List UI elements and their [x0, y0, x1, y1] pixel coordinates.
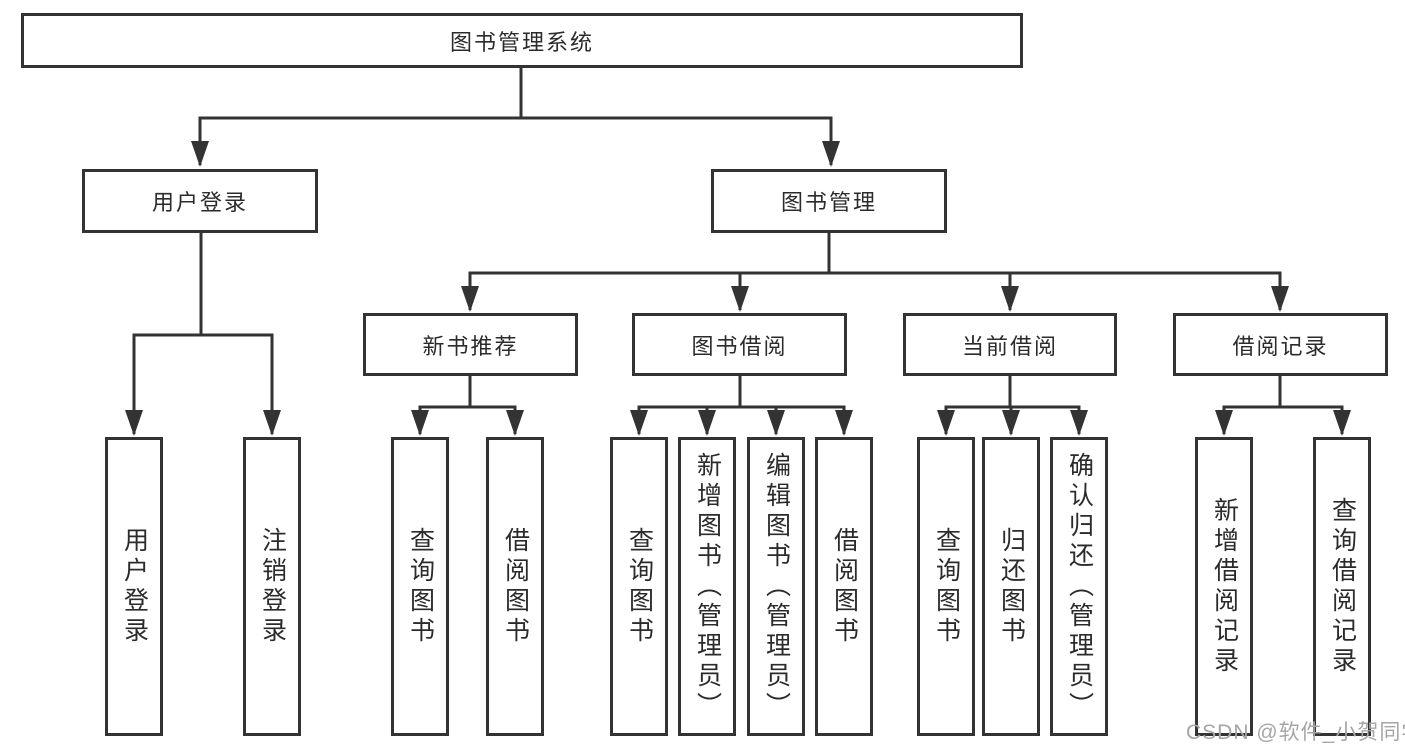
- node-borrow-records: 借阅记录: [1173, 313, 1388, 376]
- leaf-query-books-recommend: 查询图书: [391, 437, 449, 736]
- node-book-management: 图书管理: [711, 169, 947, 233]
- leaf-return-book: 归还图书: [982, 437, 1040, 736]
- leaf-query-books-current: 查询图书: [917, 437, 975, 736]
- leaf-borrow-books: 借阅图书: [815, 437, 873, 736]
- leaf-query-books-borrow: 查询图书: [610, 437, 668, 736]
- node-book-borrow: 图书借阅: [632, 313, 847, 376]
- csdn-watermark: CSDN @软件_小贺同学: [1186, 721, 1405, 744]
- node-user-login: 用户登录: [82, 169, 318, 233]
- leaf-user-login: 用户登录: [105, 437, 163, 736]
- leaf-query-borrow-record: 查询借阅记录: [1313, 437, 1371, 736]
- leaf-confirm-return-admin: 确认归还（管理员）: [1050, 437, 1108, 736]
- node-current-borrow: 当前借阅: [903, 313, 1117, 376]
- root-node-library-system: 图书管理系统: [21, 13, 1023, 68]
- leaf-logout: 注销登录: [243, 437, 301, 736]
- leaf-borrow-books-recommend: 借阅图书: [486, 437, 544, 736]
- leaf-edit-book-admin: 编辑图书（管理员）: [747, 437, 805, 736]
- leaf-add-book-admin: 新增图书（管理员）: [678, 437, 736, 736]
- node-new-book-recommend: 新书推荐: [363, 313, 578, 376]
- leaf-add-borrow-record: 新增借阅记录: [1195, 437, 1253, 736]
